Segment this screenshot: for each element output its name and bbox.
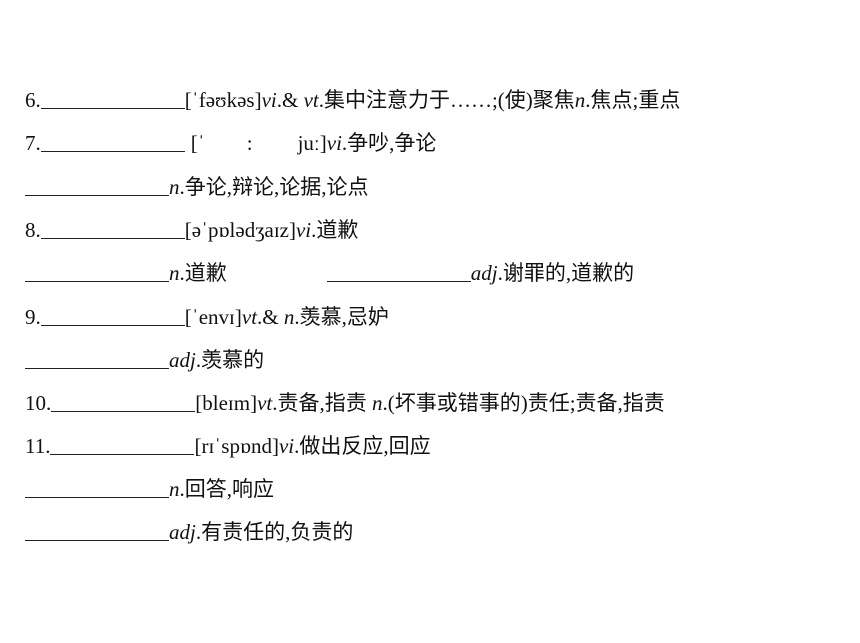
definition: .羡慕的 [195, 348, 265, 372]
part-of-speech: vi [278, 434, 295, 458]
part-of-speech: vi [295, 218, 312, 242]
definition: .责备,指责 [272, 391, 372, 415]
phonetic: [bleɪm] [195, 391, 258, 415]
answer-blank[interactable] [25, 479, 169, 498]
item-11-derived-adj: adj.有责任的,负责的 [25, 518, 353, 546]
definition: .集中注意力于……;(使)聚焦 [318, 88, 575, 112]
definition: .回答,响应 [179, 477, 275, 501]
item-number: 11. [25, 434, 51, 458]
item-8-derived: n.道歉 adj.谢罪的,道歉的 [25, 259, 634, 287]
part-of-speech: adj [470, 261, 498, 285]
part-of-speech: n [169, 477, 180, 501]
definition: .(坏事或错事的)责任;责备,指责 [382, 391, 665, 415]
item-10: 10. [bleɪm]vt.责备,指责 n.(坏事或错事的)责任;责备,指责 [25, 389, 665, 417]
answer-blank[interactable] [40, 220, 185, 239]
definition: .争吵,争论 [341, 131, 437, 155]
part-of-speech: adj [169, 348, 196, 372]
part-of-speech: n [169, 175, 180, 199]
item-number: 9. [25, 305, 41, 329]
answer-blank[interactable] [40, 307, 185, 326]
definition: .羡慕,忌妒 [294, 305, 389, 329]
item-8: 8. [əˈpɒlədʒaɪz]vi.道歉 [25, 216, 358, 244]
amp-separator: .& [276, 88, 304, 112]
part-of-speech: n [283, 305, 295, 329]
phonetic: [ˈenvɪ] [184, 305, 242, 329]
part-of-speech: adj [169, 520, 196, 544]
answer-blank[interactable] [25, 350, 169, 369]
phonetic: [ˈfəʊkəs] [184, 88, 262, 112]
item-9-derived: adj.羡慕的 [25, 346, 264, 374]
definition: .谢罪的,道歉的 [497, 261, 635, 285]
definition: .争论,辩论,论据,论点 [179, 175, 369, 199]
phonetic-close: juː] [297, 131, 327, 155]
definition: .焦点;重点 [585, 88, 681, 112]
answer-blank[interactable] [25, 263, 169, 282]
part-of-speech: vt [303, 88, 319, 112]
part-of-speech: vt [257, 391, 273, 415]
definition: .做出反应,回应 [294, 434, 431, 458]
answer-blank[interactable] [25, 522, 169, 541]
answer-blank[interactable] [50, 436, 195, 455]
definition: .有责任的,负责的 [195, 520, 354, 544]
item-9: 9. [ˈenvɪ]vt.& n.羡慕,忌妒 [25, 303, 389, 331]
part-of-speech: vi [261, 88, 277, 112]
definition: .道歉 [311, 218, 359, 242]
answer-blank[interactable] [25, 177, 169, 196]
definition: .道歉 [179, 261, 227, 285]
part-of-speech: vi [326, 131, 342, 155]
item-11-derived-noun: n.回答,响应 [25, 475, 274, 503]
item-number: 7. [25, 131, 41, 155]
item-7: 7. [ˈ: juː]vi.争吵,争论 [25, 129, 436, 157]
item-number: 10. [25, 391, 52, 415]
part-of-speech: n [169, 261, 180, 285]
item-6: 6. [ˈfəʊkəs]vi.& vt.集中注意力于……;(使)聚焦n.焦点;重点 [25, 86, 680, 114]
phonetic: [əˈpɒlədʒaɪz] [184, 218, 296, 242]
answer-blank[interactable] [51, 393, 196, 412]
answer-blank[interactable] [40, 133, 185, 152]
part-of-speech: vt [241, 305, 258, 329]
phonetic: [rɪˈspɒnd] [194, 434, 279, 458]
phonetic-colon: : [246, 131, 253, 155]
answer-blank[interactable] [40, 90, 185, 109]
item-11: 11. [rɪˈspɒnd]vi.做出反应,回应 [25, 432, 431, 460]
part-of-speech: n [371, 391, 383, 415]
item-number: 6. [25, 88, 41, 112]
answer-blank[interactable] [326, 263, 471, 282]
item-7-derived: n.争论,辩论,论据,论点 [25, 173, 369, 201]
amp-separator: .& [257, 305, 284, 329]
item-number: 8. [25, 218, 41, 242]
part-of-speech: n [574, 88, 586, 112]
phonetic-open: [ˈ [190, 131, 205, 155]
